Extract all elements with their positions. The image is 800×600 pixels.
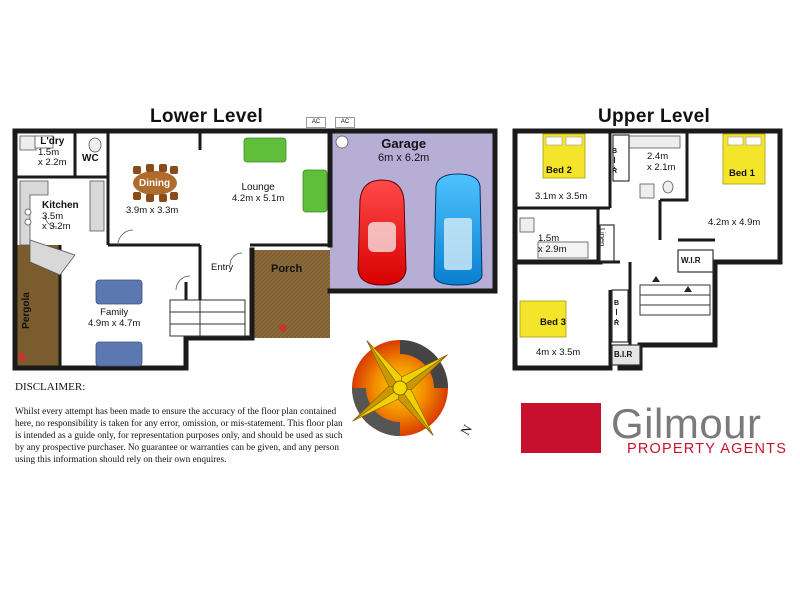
room-garage: Garage 6m x 6.2m <box>378 136 430 165</box>
upper-level-title: Upper Level <box>598 106 711 127</box>
room-name: Entry <box>211 262 234 273</box>
room-ensuite: 2.4m x 2.1m <box>647 151 676 174</box>
room-name: Family <box>100 307 129 318</box>
lower-level-title: Lower Level <box>150 106 264 127</box>
room-dim: 1.5m x 2.2m <box>38 146 67 169</box>
bed-icons <box>519 133 766 338</box>
room-wc: WC <box>82 153 99 165</box>
lower-walls <box>12 128 498 371</box>
room-bed3-name: Bed 3 <box>540 317 566 328</box>
room-dim: 6m x 6.2m <box>378 151 430 164</box>
pergola-floor <box>15 245 60 368</box>
ac-unit-label: AC <box>306 117 326 128</box>
room-lounge: Lounge 4.2m x 5.1m <box>232 182 284 204</box>
room-dim: 3.1m x 3.5m <box>535 191 588 202</box>
room-name: WC <box>82 153 99 164</box>
room-bed1-name: Bed 1 <box>729 168 755 179</box>
room-name: L'dry <box>40 136 65 147</box>
brand-subtitle: PROPERTY AGENTS <box>627 441 788 457</box>
upper-inner-walls <box>515 131 715 368</box>
room-name: Lounge <box>241 182 275 193</box>
disclaimer-body: Whilst every attempt has been made to en… <box>15 407 343 465</box>
room-pergola-name: Pergola <box>20 292 32 329</box>
room-bed1-dim: 4.2m x 4.9m <box>708 217 761 229</box>
brand-name: Gilmour <box>611 400 762 447</box>
room-dim: 4.2m x 4.9m <box>708 217 761 228</box>
room-name: Garage <box>381 136 427 151</box>
compass-rose-icon <box>352 340 448 436</box>
room-dim: 3.9m x 3.3m <box>126 205 179 216</box>
linen-label: Linen <box>598 228 607 247</box>
room-entry: Entry <box>211 262 234 274</box>
room-laundry: L'dry 1.5m x 2.2m <box>38 136 67 169</box>
room-dining-dim: 3.9m x 3.3m <box>126 205 179 217</box>
room-family: Family 4.9m x 4.7m <box>88 307 141 330</box>
room-dim: 3.5m x 3.2m <box>42 210 71 233</box>
room-dim: 2.4m x 2.1m <box>647 151 676 173</box>
lounge-sofa-icon <box>243 137 328 213</box>
wir-label: W.I.R <box>681 256 701 265</box>
bir-mid-label: B.I.R <box>613 300 620 325</box>
ac-unit-label: AC <box>335 117 355 128</box>
room-name: Porch <box>271 263 303 275</box>
disclaimer-title: DISCLAIMER: <box>15 381 86 393</box>
room-bed3-dim: 4m x 3.5m <box>536 347 581 359</box>
room-dining-name: Dining <box>139 178 171 189</box>
bir-bot-label: B.I.R <box>614 350 633 359</box>
dining-table-icon <box>133 164 178 202</box>
room-bath: 1.5m x 2.9m <box>538 233 567 256</box>
room-kitchen: Kitchen 3.5m x 3.2m <box>42 200 79 233</box>
room-dim: 4.9m x 4.7m <box>88 317 141 329</box>
brand-logo-square <box>521 403 601 453</box>
room-porch: Porch <box>271 263 302 276</box>
family-sofa-icon <box>95 279 143 367</box>
red-car-icon <box>357 179 407 286</box>
room-name: Kitchen <box>42 200 79 211</box>
room-bed2-dim: 3.1m x 3.5m <box>535 191 588 203</box>
blue-car-icon <box>433 173 483 286</box>
room-dim: 4m x 3.5m <box>536 347 581 358</box>
room-dim: 1.5m x 2.9m <box>538 233 567 255</box>
room-bed2-name: Bed 2 <box>546 165 572 176</box>
bir-top-label: B.I.R <box>611 148 618 173</box>
room-dim: 4.2m x 5.1m <box>232 192 285 204</box>
